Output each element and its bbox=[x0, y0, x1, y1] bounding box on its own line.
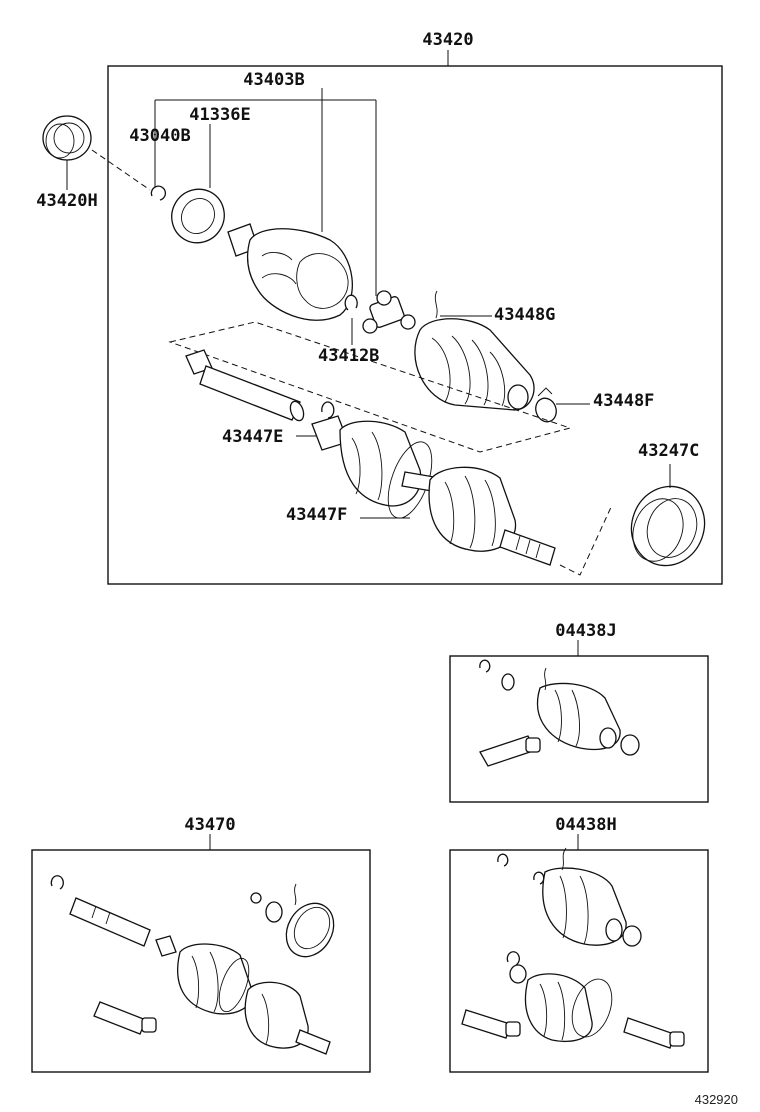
label-43420H[interactable]: 43420H bbox=[36, 191, 97, 211]
kit-box-04438H bbox=[449, 849, 709, 1073]
boot-43448G bbox=[414, 290, 535, 411]
kit-box-43470 bbox=[31, 849, 371, 1073]
bracket-43403B bbox=[154, 88, 377, 296]
label-43447E[interactable]: 43447E bbox=[222, 427, 283, 447]
assembly-box-43420 bbox=[107, 65, 723, 585]
dash-exploded-outline bbox=[168, 321, 572, 453]
dash-43247C bbox=[559, 504, 613, 576]
figure-ref: 432920 bbox=[695, 1092, 738, 1107]
label-43448F[interactable]: 43448F bbox=[593, 391, 654, 411]
drive-shaft-assembly bbox=[311, 415, 556, 566]
label-04438H[interactable]: 04438H bbox=[555, 815, 616, 835]
label-43420[interactable]: 43420 bbox=[422, 30, 473, 50]
label-43448G[interactable]: 43448G bbox=[494, 305, 555, 325]
label-43447F[interactable]: 43447F bbox=[286, 505, 347, 525]
axle-shaft bbox=[185, 349, 305, 422]
label-04438J[interactable]: 04438J bbox=[555, 621, 616, 641]
dash-43420H bbox=[91, 149, 151, 191]
label-43412B[interactable]: 43412B bbox=[318, 346, 379, 366]
tripod-spider bbox=[362, 290, 416, 334]
kit-04438J-parts bbox=[479, 659, 640, 767]
seal-41336E bbox=[171, 188, 225, 244]
label-43247C[interactable]: 43247C bbox=[638, 441, 699, 461]
label-43470[interactable]: 43470 bbox=[184, 815, 235, 835]
snap-ring-43040B bbox=[150, 185, 167, 201]
kit-43470-parts bbox=[50, 875, 335, 1055]
bearing-43420H bbox=[42, 115, 92, 190]
cv-housing bbox=[227, 223, 353, 321]
kit-box-04438J bbox=[449, 655, 709, 803]
clamp-43448F bbox=[535, 387, 590, 423]
ring-43447E bbox=[321, 401, 335, 419]
bearing-43247C bbox=[630, 464, 706, 567]
label-43403B[interactable]: 43403B bbox=[243, 70, 304, 90]
clip-43412B bbox=[344, 294, 358, 311]
label-41336E[interactable]: 41336E bbox=[189, 105, 250, 125]
kit-04438H-parts bbox=[461, 847, 685, 1049]
label-43040B[interactable]: 43040B bbox=[129, 126, 190, 146]
